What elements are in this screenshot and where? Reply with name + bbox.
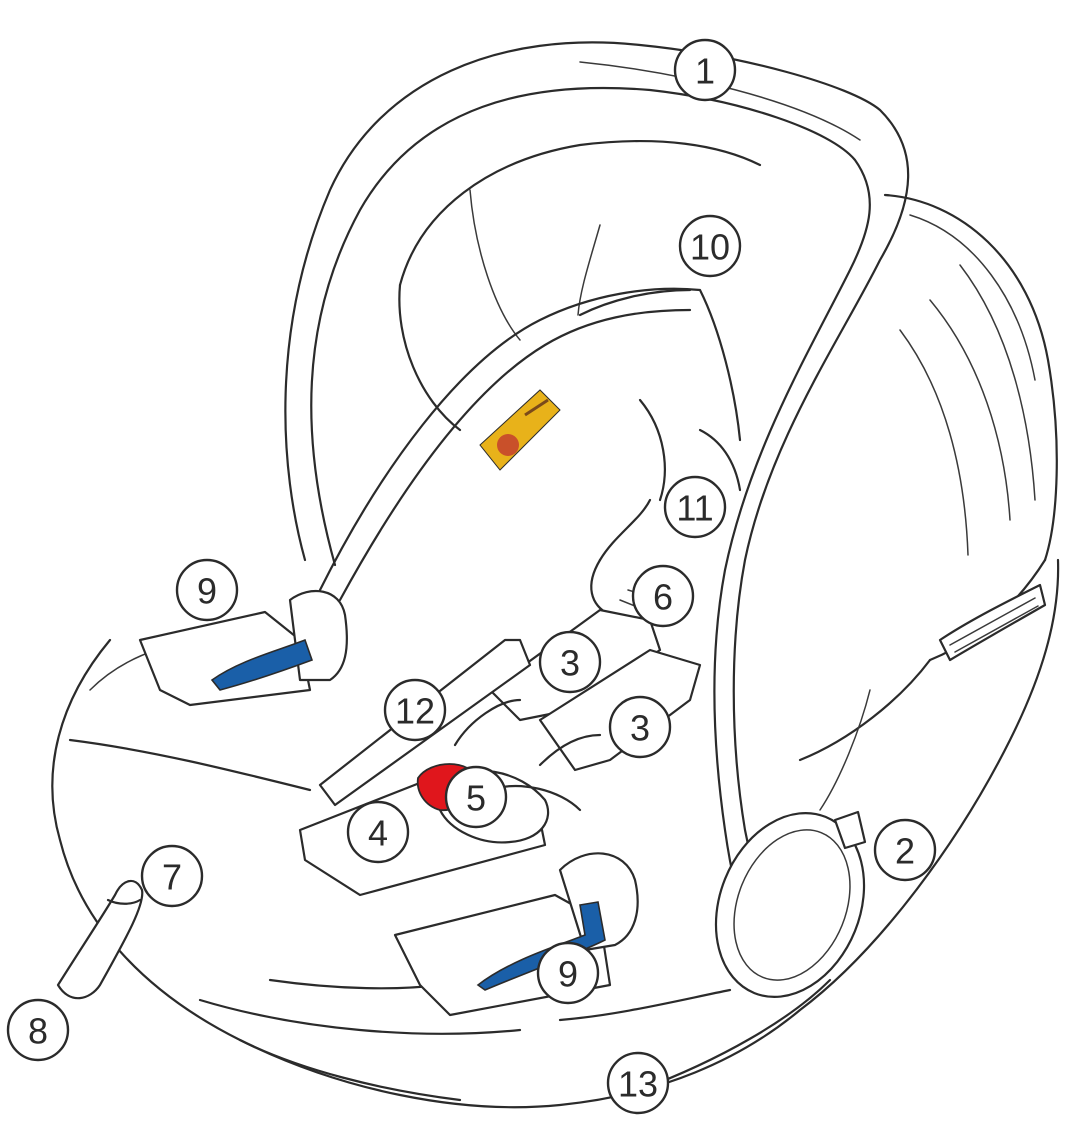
callout-circle (606, 1051, 670, 1115)
callout-c5: 5 (444, 765, 508, 829)
callout-circle (140, 844, 204, 908)
seat-shell (51, 558, 1060, 1109)
belt-strap (56, 879, 144, 1000)
callout-circle (678, 214, 742, 278)
callout-c9b: 9 (536, 941, 600, 1005)
callout-number: 3 (630, 708, 650, 749)
callout-c6: 6 (631, 564, 695, 628)
callout-c1: 1 (673, 38, 737, 102)
callout-number: 10 (690, 227, 730, 268)
headrest (398, 139, 762, 617)
blue-clip-left (210, 638, 314, 691)
callout-c12: 12 (383, 678, 447, 742)
belt-guide-left (138, 589, 348, 707)
callout-number: 8 (28, 1011, 48, 1052)
callout-circle (608, 695, 672, 759)
callout-number: 3 (560, 643, 580, 684)
callout-number: 2 (895, 831, 915, 872)
callout-c9a: 9 (175, 558, 239, 622)
callout-number: 1 (695, 51, 715, 92)
callout-circle (175, 558, 239, 622)
carry-handle (284, 41, 910, 947)
callout-circle (663, 475, 727, 539)
handle-pivot (714, 810, 867, 999)
callout-c11: 11 (663, 475, 727, 539)
callout-circle (346, 800, 410, 864)
callout-number: 12 (395, 691, 435, 732)
callout-circle (631, 564, 695, 628)
blue-clip-right (476, 901, 606, 991)
callout-c8: 8 (6, 998, 70, 1062)
callout-c4: 4 (346, 800, 410, 864)
callout-circle (6, 998, 70, 1062)
callout-c3b: 3 (608, 695, 672, 759)
callout-c2: 2 (873, 818, 937, 882)
callout-number: 6 (653, 577, 673, 618)
callout-number: 5 (466, 778, 486, 819)
callout-c3a: 3 (538, 630, 602, 694)
callout-number: 11 (676, 488, 713, 529)
callout-circle (673, 38, 737, 102)
callout-circle (383, 678, 447, 742)
seat-label-sticker (479, 389, 561, 471)
callout-circle (444, 765, 508, 829)
callout-c7: 7 (140, 844, 204, 908)
callout-c10: 10 (678, 214, 742, 278)
callout-circle (538, 630, 602, 694)
callout-c13: 13 (606, 1051, 670, 1115)
callout-number: 9 (197, 571, 217, 612)
callout-number: 7 (162, 857, 182, 898)
callout-number: 9 (558, 954, 578, 995)
callout-circle (873, 818, 937, 882)
callout-circle (536, 941, 600, 1005)
callout-number: 13 (618, 1064, 658, 1105)
belt-guide-right (393, 852, 639, 1017)
callout-number: 4 (368, 813, 388, 854)
